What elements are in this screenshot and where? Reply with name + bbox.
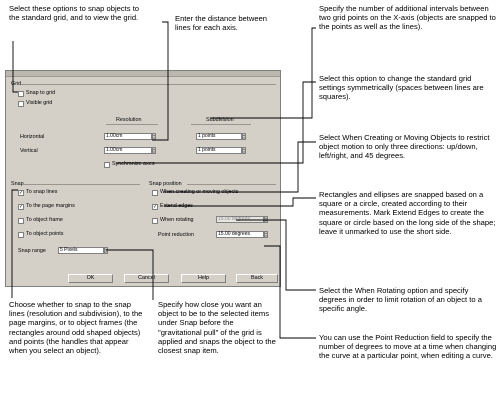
snap-position-group-title: Snap position <box>149 181 182 187</box>
horizontal-subdivision-spin[interactable]: ▴▾ <box>242 133 246 140</box>
snap-lines-label: To snap lines <box>26 189 58 195</box>
dialog-top-strip <box>6 71 280 77</box>
snap-group-line <box>22 184 140 185</box>
resolution-label: Resolution <box>116 117 142 123</box>
horizontal-subdivision-input[interactable]: 1 points <box>196 133 242 140</box>
snap-range-label: Snap range <box>18 248 46 254</box>
synchronize-axes-checkbox[interactable] <box>104 162 110 168</box>
callout-point-reduction: You can use the Point Reduction field to… <box>319 333 497 361</box>
creating-moving-checkbox[interactable] <box>152 190 158 196</box>
snap-group-title: Snap <box>11 181 24 187</box>
page-margins-label: To the page margins <box>26 203 75 209</box>
cancel-button[interactable]: Cancel <box>124 274 169 283</box>
vertical-label: Vertical <box>20 148 38 154</box>
snap-to-grid-checkbox[interactable] <box>18 91 24 97</box>
snap-position-group-line <box>187 184 276 185</box>
callout-subdivision: Specify the number of additional interva… <box>319 4 496 32</box>
callout-synchronize: Select this option to change the standar… <box>319 74 484 102</box>
rotating-degrees-input[interactable]: 15.00 degrees <box>216 216 264 223</box>
snap-range-spin[interactable]: ▴▾ <box>104 247 108 254</box>
creating-moving-label: When creating or moving objects <box>160 189 239 195</box>
extend-edges-checkbox[interactable]: ✓ <box>152 204 158 210</box>
object-points-label: To object points <box>26 231 64 237</box>
options-dialog: Grid Snap to grid Visible grid Resolutio… <box>5 70 281 287</box>
object-frame-label: To object frame <box>26 217 63 223</box>
callout-extend-edges: Rectangles and ellipses are snapped base… <box>319 190 496 236</box>
point-reduction-label: Point reduction <box>158 232 194 238</box>
extend-edges-label: Extend edges <box>160 203 193 209</box>
object-points-checkbox[interactable] <box>18 232 24 238</box>
resolution-line <box>106 124 158 125</box>
subdivision-line <box>191 124 251 125</box>
horizontal-label: Horizontal <box>20 134 45 140</box>
help-button[interactable]: Help <box>181 274 226 283</box>
grid-group-line <box>21 84 276 85</box>
rotating-label: When rotating <box>160 217 194 223</box>
horizontal-resolution-spin[interactable]: ▴▾ <box>152 133 156 140</box>
rotating-degrees-spin[interactable]: ▴▾ <box>264 216 268 223</box>
snap-range-input[interactable]: 5 Pixels <box>58 247 104 254</box>
rotating-checkbox[interactable] <box>152 218 158 224</box>
vertical-resolution-spin[interactable]: ▴▾ <box>152 147 156 154</box>
ok-button[interactable]: OK <box>68 274 113 283</box>
vertical-subdivision-spin[interactable]: ▴▾ <box>242 147 246 154</box>
snap-lines-checkbox[interactable]: ✓ <box>18 190 24 196</box>
callout-snap-grid: Select these options to snap objects to … <box>9 4 140 23</box>
callout-distance: Enter the distance between lines for eac… <box>175 14 268 33</box>
point-reduction-input[interactable]: 15.00 degrees <box>216 231 264 238</box>
visible-grid-label: Visible grid <box>26 100 53 106</box>
grid-group-title: Grid <box>11 81 22 87</box>
horizontal-resolution-input[interactable]: 1.00cm <box>104 133 152 140</box>
page-margins-checkbox[interactable]: ✓ <box>18 204 24 210</box>
callout-creating-moving: Select When Creating or Moving Objects t… <box>319 133 490 161</box>
visible-grid-checkbox[interactable] <box>18 101 24 107</box>
vertical-subdivision-input[interactable]: 1 points <box>196 147 242 154</box>
callout-snap-range: Specify how close you want an object to … <box>158 300 276 356</box>
subdivision-label: Subdivision <box>206 117 234 123</box>
vertical-resolution-input[interactable]: 1.00cm <box>104 147 152 154</box>
object-frame-checkbox[interactable] <box>18 218 24 224</box>
snap-to-grid-label: Snap to grid <box>26 90 56 96</box>
back-button[interactable]: Back <box>236 274 278 283</box>
synchronize-axes-label: Synchronize axes <box>112 161 155 167</box>
leader-subdivision <box>292 27 316 119</box>
point-reduction-spin[interactable]: ▴▾ <box>264 231 268 238</box>
callout-snap-to: Choose whether to snap to the snap lines… <box>9 300 143 356</box>
callout-rotating: Select the When Rotating option and spec… <box>319 286 482 314</box>
